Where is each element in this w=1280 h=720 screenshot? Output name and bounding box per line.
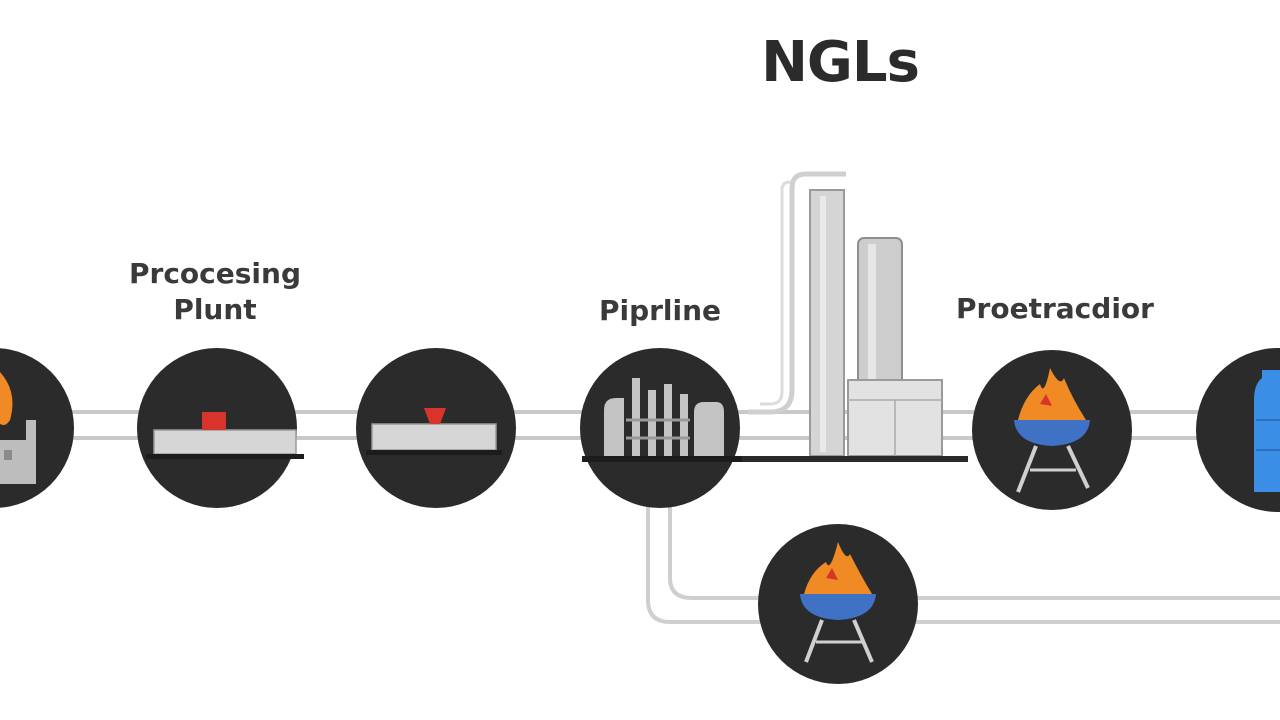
processing-label-line1: Prcocesing xyxy=(129,257,301,290)
grill-icon xyxy=(1014,368,1090,493)
branch-pipeline xyxy=(646,500,1280,624)
processing-unit-icon xyxy=(366,408,502,455)
processing-node-2[interactable] xyxy=(356,348,516,508)
production-node[interactable] xyxy=(972,350,1132,510)
bottle-icon xyxy=(1254,370,1280,492)
pipeline-label: Piprline xyxy=(598,294,722,327)
diagram-title: NGLs xyxy=(761,30,920,95)
flare-plant-icon xyxy=(0,372,36,484)
bottle-node[interactable] xyxy=(1196,348,1280,512)
processing-unit-icon xyxy=(146,412,304,459)
refinery-icon xyxy=(582,378,742,462)
processing-node[interactable] xyxy=(137,348,304,508)
pipeline-node[interactable] xyxy=(580,348,742,508)
processing-label-line2: Plunt xyxy=(173,293,257,326)
distillation-tower xyxy=(740,171,968,462)
grill-icon xyxy=(800,542,876,663)
branch-node[interactable] xyxy=(758,524,918,684)
source-node[interactable] xyxy=(0,348,74,508)
production-label: Proetracdior xyxy=(956,292,1154,325)
processing-plant-label: Prcocesing Plunt xyxy=(110,256,320,328)
